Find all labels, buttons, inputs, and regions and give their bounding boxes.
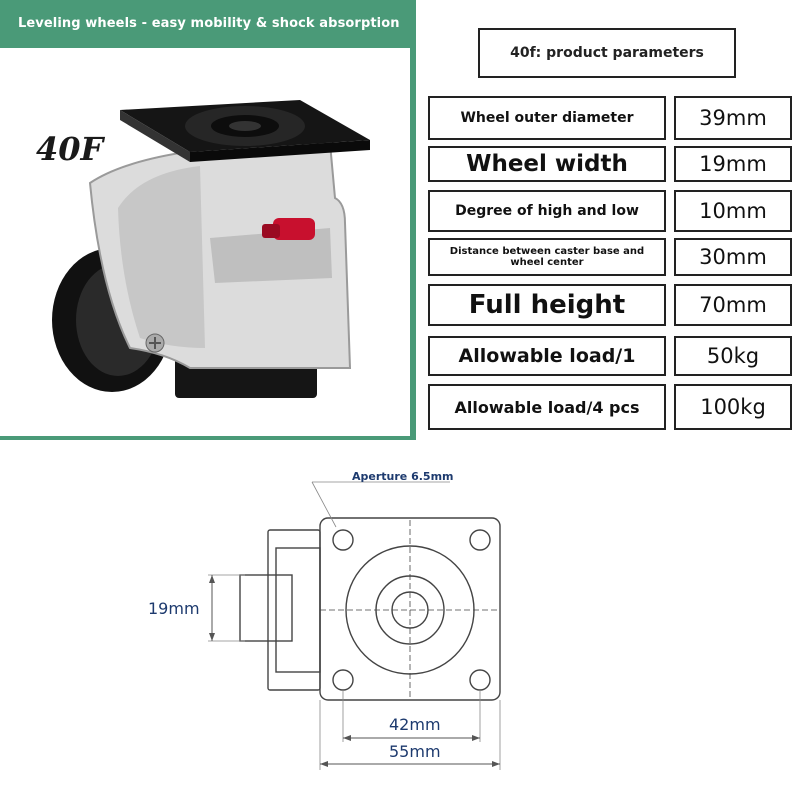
hole-spacing-dimension-label: 42mm [389, 715, 441, 734]
model-label: 40F [36, 130, 104, 168]
param-label-degree-high-low: Degree of high and low [428, 190, 666, 232]
param-label-full-height: Full height [428, 284, 666, 326]
banner-text: Leveling wheels - easy mobility & shock … [18, 16, 400, 31]
product-photo: 40F [0, 48, 410, 436]
base-plate-outline [319, 517, 501, 701]
red-stopper [273, 218, 315, 240]
param-label-wheel-width: Wheel width [428, 146, 666, 182]
plate-width-dimension-label: 55mm [389, 742, 441, 761]
param-value-allowable-load-1: 50kg [674, 336, 792, 376]
param-value-allowable-load-4: 100kg [674, 384, 792, 430]
aperture-label: Aperture 6.5mm [352, 470, 454, 483]
param-value-wheel-width: 19mm [674, 146, 792, 182]
wheel-hub-outline [239, 574, 293, 642]
param-label-distance-base-wheel: Distance between caster base and wheel c… [428, 238, 666, 276]
caster-illustration [52, 100, 370, 398]
param-label-wheel-outer-diameter: Wheel outer diameter [428, 96, 666, 140]
param-value-degree-high-low: 10mm [674, 190, 792, 232]
param-label-allowable-load-1: Allowable load/1 [428, 336, 666, 376]
product-photo-panel: Leveling wheels - easy mobility & shock … [0, 0, 416, 440]
wheel-width-dimension-label: 19mm [148, 599, 200, 618]
param-label-allowable-load-4: Allowable load/4 pcs [428, 384, 666, 430]
param-value-wheel-outer-diameter: 39mm [674, 96, 792, 140]
params-title: 40f: product parameters [478, 28, 736, 78]
param-value-full-height: 70mm [674, 284, 792, 326]
param-value-distance-base-wheel: 30mm [674, 238, 792, 276]
